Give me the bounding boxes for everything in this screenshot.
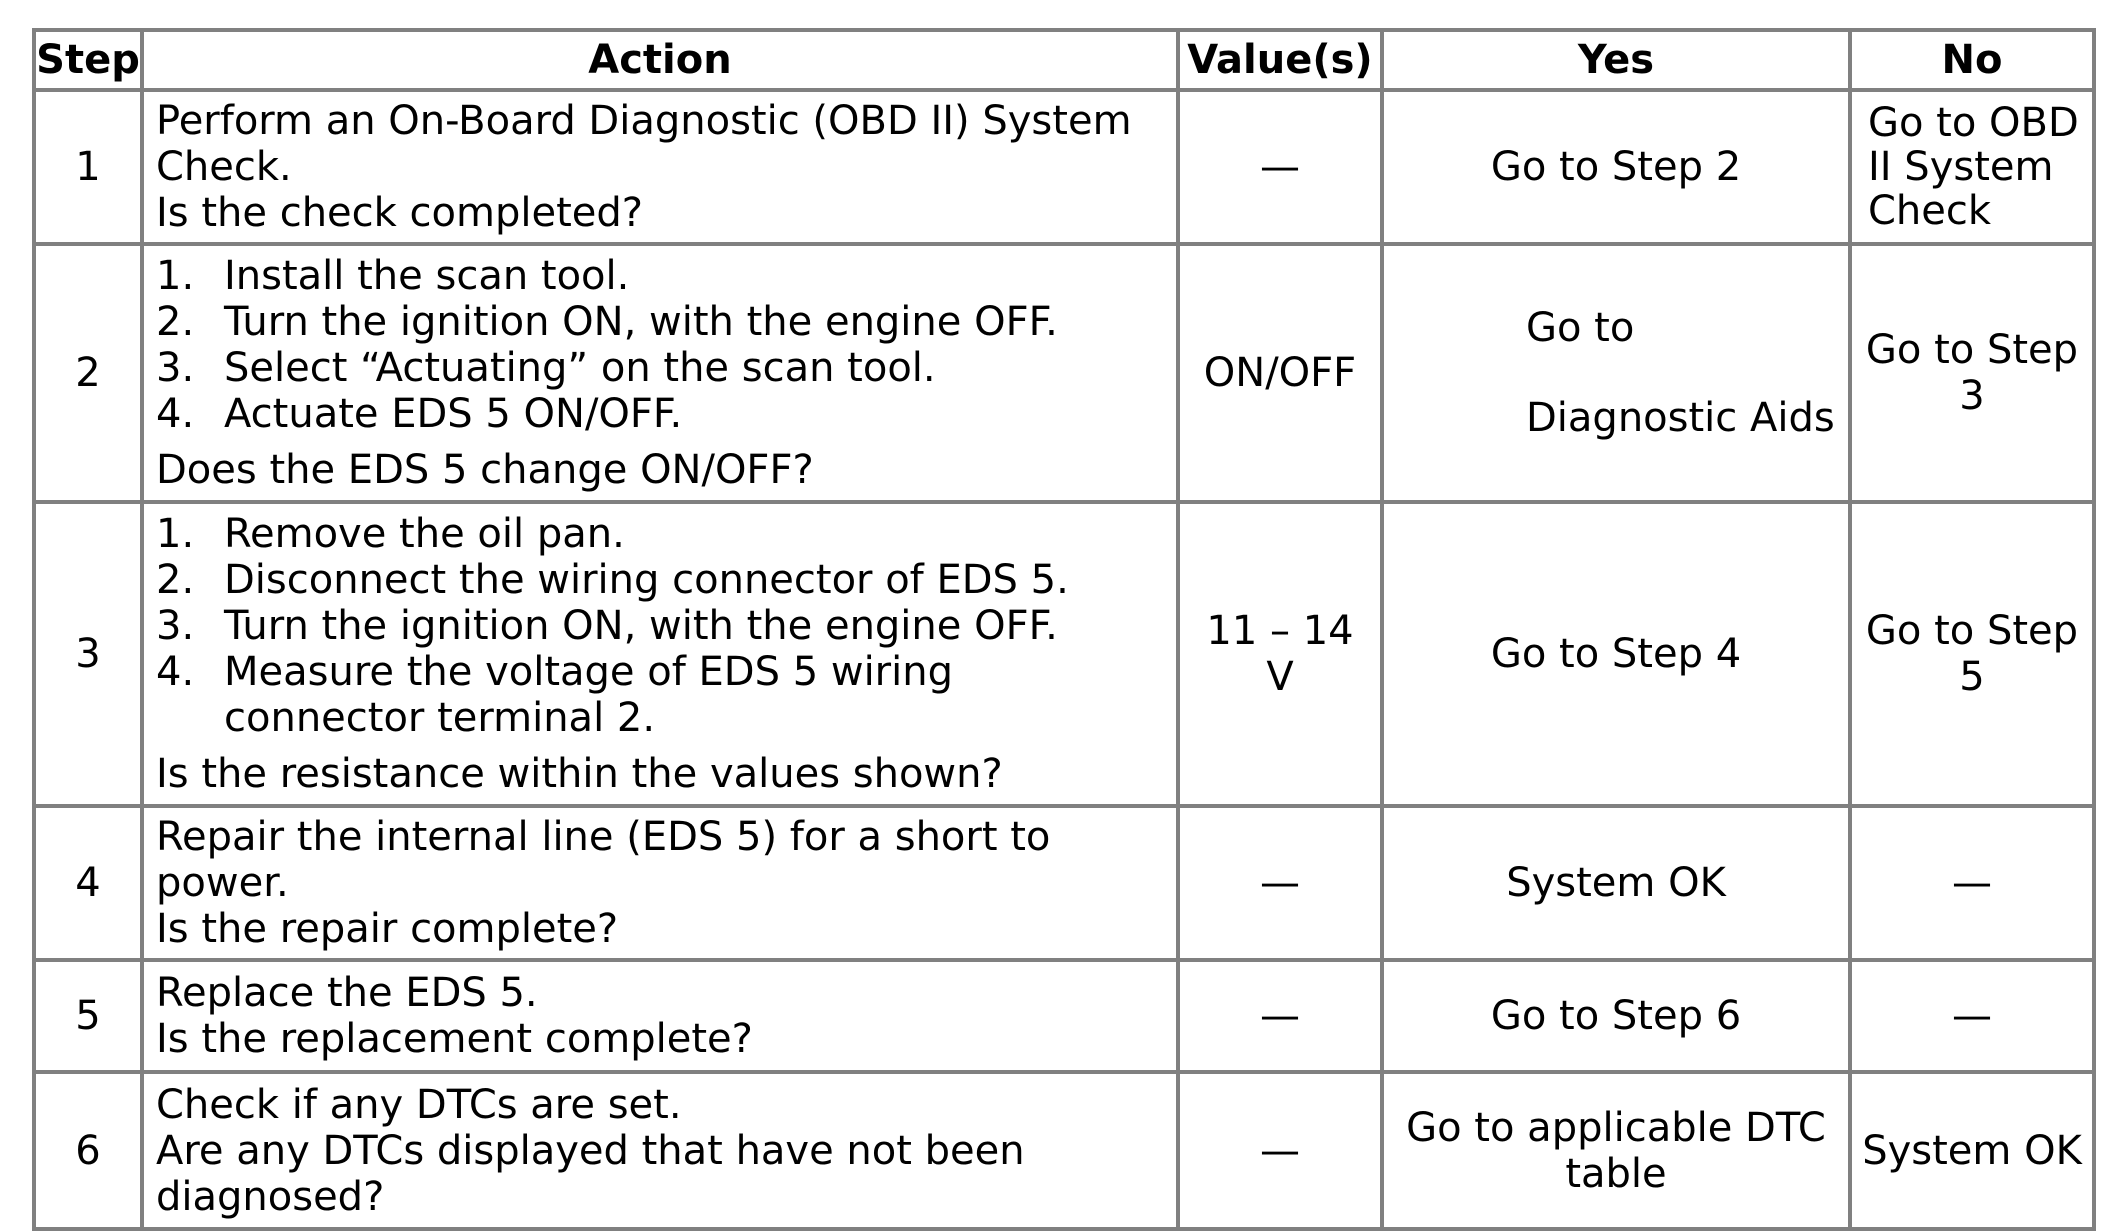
action-cell: Perform an On-Board Diagnostic (OBD II) …: [140, 88, 1180, 246]
yes-line: table: [1565, 1150, 1667, 1197]
yes-line-gap: [1526, 351, 1848, 395]
value-cell: —: [1176, 88, 1384, 246]
no-line: Go to Step: [1865, 608, 2079, 654]
no-cell: Go to Step 3: [1848, 242, 2096, 504]
step-item-text: Actuate EDS 5 ON/OFF.: [224, 391, 683, 437]
value-line: V: [1266, 654, 1294, 700]
action-step-item: 1. Remove the oil pan.: [156, 511, 1162, 557]
action-cell: 1. Install the scan tool. 2. Turn the ig…: [140, 242, 1180, 504]
action-steps-list: 1. Remove the oil pan. 2. Disconnect the…: [156, 511, 1162, 741]
yes-line: Go to: [1526, 305, 1635, 351]
step-number: 2: [32, 242, 144, 504]
no-cell: —: [1848, 804, 2096, 962]
table-row: 3 1. Remove the oil pan. 2. Disconnect t…: [32, 500, 2096, 808]
no-line: 5: [1959, 654, 1985, 700]
action-question: Is the repair complete?: [156, 906, 619, 952]
header-values: Value(s): [1176, 28, 1384, 92]
action-steps-list: 1. Install the scan tool. 2. Turn the ig…: [156, 253, 1162, 437]
table-row: 2 1. Install the scan tool. 2. Turn the …: [32, 242, 2096, 504]
yes-line: Diagnostic Aids: [1526, 395, 1835, 441]
header-action: Action: [140, 28, 1180, 92]
yes-cell: Go to Step 6: [1380, 958, 1852, 1074]
table-row: 4 Repair the internal line (EDS 5) for a…: [32, 804, 2096, 962]
table-row: 6 Check if any DTCs are set. Are any DTC…: [32, 1070, 2096, 1231]
value-cell: 11 – 14 V: [1176, 500, 1384, 808]
yes-cell: Go to Diagnostic Aids: [1380, 242, 1852, 504]
action-cell: Replace the EDS 5. Is the replacement co…: [140, 958, 1180, 1074]
step-item-text: Install the scan tool.: [224, 253, 630, 299]
step-item-number: 2.: [156, 557, 195, 603]
value-line: 11 – 14: [1206, 608, 1354, 654]
step-number: 3: [32, 500, 144, 808]
step-item-number: 1.: [156, 253, 195, 299]
step-item-text: Turn the ignition ON, with the engine OF…: [224, 299, 1058, 345]
action-question: Does the EDS 5 change ON/OFF?: [156, 447, 814, 493]
step-number: 1: [32, 88, 144, 246]
header-step: Step: [32, 28, 144, 92]
step-item-number: 3.: [156, 345, 195, 391]
no-line: II System: [1868, 144, 2054, 190]
header-row: Step Action Value(s) Yes No: [32, 28, 2096, 92]
action-cell: Repair the internal line (EDS 5) for a s…: [140, 804, 1180, 962]
no-cell: System OK: [1848, 1070, 2096, 1231]
action-cell: 1. Remove the oil pan. 2. Disconnect the…: [140, 500, 1180, 808]
action-step-item: 3. Select “Actuating” on the scan tool.: [156, 345, 1162, 391]
no-line: Go to Step: [1865, 327, 2079, 373]
no-line: 3: [1959, 373, 1985, 419]
action-question: Are any DTCs displayed that have not bee…: [156, 1127, 1025, 1220]
step-number: 5: [32, 958, 144, 1074]
table-row: 1 Perform an On-Board Diagnostic (OBD II…: [32, 88, 2096, 246]
no-cell: —: [1848, 958, 2096, 1074]
action-line: Check if any DTCs are set.: [156, 1081, 682, 1128]
step-number: 4: [32, 804, 144, 962]
action-step-item: 3. Turn the ignition ON, with the engine…: [156, 603, 1162, 649]
table-row: 5 Replace the EDS 5. Is the replacement …: [32, 958, 2096, 1074]
step-item-text: Turn the ignition ON, with the engine OF…: [224, 603, 1058, 649]
yes-cell: Go to Step 2: [1380, 88, 1852, 246]
value-cell: —: [1176, 804, 1384, 962]
value-cell: ON/OFF: [1176, 242, 1384, 504]
value-cell: —: [1176, 1070, 1384, 1231]
action-cell: Check if any DTCs are set. Are any DTCs …: [140, 1070, 1180, 1231]
step-item-text: Measure the voltage of EDS 5 wiring conn…: [224, 649, 953, 741]
header-yes: Yes: [1380, 28, 1852, 92]
action-step-item: 2. Turn the ignition ON, with the engine…: [156, 299, 1162, 345]
diagnostic-table: Step Action Value(s) Yes No 1 Perform an…: [32, 28, 2096, 1231]
yes-cell: Go to applicable DTC table: [1380, 1070, 1852, 1231]
action-question: Is the replacement complete?: [156, 1016, 753, 1062]
action-line: Replace the EDS 5.: [156, 970, 538, 1016]
action-line: Perform an On-Board Diagnostic (OBD II) …: [156, 98, 1132, 144]
action-step-item: 1. Install the scan tool.: [156, 253, 1162, 299]
action-step-item: 4. Actuate EDS 5 ON/OFF.: [156, 391, 1162, 437]
action-question: Is the resistance within the values show…: [156, 751, 1003, 797]
action-line: Repair the internal line (EDS 5) for a s…: [156, 814, 1051, 906]
step-item-number: 4.: [156, 649, 195, 695]
step-item-text: Select “Actuating” on the scan tool.: [224, 345, 936, 391]
action-step-item: 4. Measure the voltage of EDS 5 wiring c…: [156, 649, 1162, 741]
no-line: Check: [1868, 188, 1992, 234]
step-item-text: Disconnect the wiring connector of EDS 5…: [224, 557, 1069, 603]
step-item-text: Remove the oil pan.: [224, 511, 625, 557]
action-question: Is the check completed?: [156, 190, 643, 236]
step-item-number: 3.: [156, 603, 195, 649]
header-no: No: [1848, 28, 2096, 92]
step-number: 6: [32, 1070, 144, 1231]
yes-line: Go to applicable DTC: [1406, 1104, 1826, 1151]
no-cell: Go to OBD II System Check: [1848, 88, 2096, 246]
step-item-number: 1.: [156, 511, 195, 557]
action-step-item: 2. Disconnect the wiring connector of ED…: [156, 557, 1162, 603]
yes-cell: Go to Step 4: [1380, 500, 1852, 808]
value-cell: —: [1176, 958, 1384, 1074]
no-line: Go to OBD: [1868, 100, 2079, 146]
step-item-number: 4.: [156, 391, 195, 437]
action-line: Check.: [156, 144, 292, 190]
step-item-number: 2.: [156, 299, 195, 345]
yes-cell: System OK: [1380, 804, 1852, 962]
no-cell: Go to Step 5: [1848, 500, 2096, 808]
